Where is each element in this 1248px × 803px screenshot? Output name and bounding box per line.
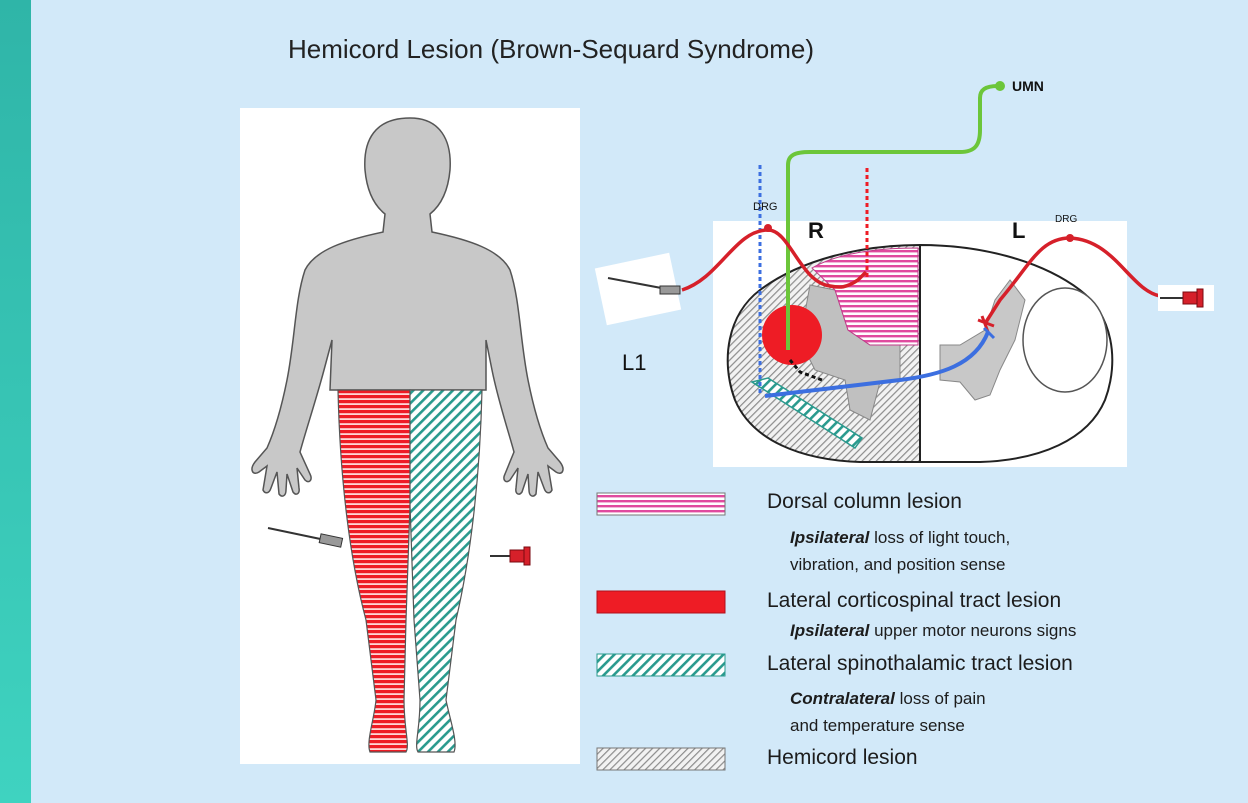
right-drg-node bbox=[764, 224, 772, 232]
side-label-left: L bbox=[1012, 218, 1025, 244]
legend-desc-spinothalamic-2: and temperature sense bbox=[790, 716, 965, 736]
legend-desc-dorsal-1: Ipsilateral loss of light touch, bbox=[790, 528, 1010, 548]
side-label-right: R bbox=[808, 218, 824, 244]
umn-node bbox=[995, 81, 1005, 91]
level-label: L1 bbox=[622, 350, 646, 376]
pin-icon-cord-right bbox=[595, 253, 681, 326]
legend-title-spinothalamic: Lateral spinothalamic tract lesion bbox=[767, 652, 1073, 676]
umn-label: UMN bbox=[1012, 78, 1044, 94]
legend-title-dorsal: Dorsal column lesion bbox=[767, 490, 962, 514]
drg-label-left: DRG bbox=[1055, 214, 1077, 225]
legend-title-corticospinal: Lateral corticospinal tract lesion bbox=[767, 589, 1061, 613]
legend-desc-dorsal-2: vibration, and position sense bbox=[790, 555, 1005, 575]
drg-label-right: DRG bbox=[753, 201, 777, 213]
human-body-figure bbox=[252, 118, 563, 752]
legend-swatch-hemicord bbox=[597, 748, 725, 770]
legend-swatch-spinothalamic bbox=[597, 654, 725, 676]
thumbtack-icon-left-leg bbox=[490, 547, 530, 565]
left-leg-teal bbox=[410, 390, 482, 752]
corticospinal-lesion bbox=[762, 305, 822, 365]
left-drg-node bbox=[1066, 234, 1074, 242]
thumbtack-icon-cord-left bbox=[1158, 285, 1214, 311]
left-white-column bbox=[1023, 288, 1107, 392]
right-leg-red bbox=[338, 390, 410, 752]
legend-desc-corticospinal: Ipsilateral upper motor neurons signs bbox=[790, 621, 1076, 641]
legend-swatch-dorsal bbox=[597, 493, 725, 515]
legend-swatch-corticospinal bbox=[597, 591, 725, 613]
spinal-cord-diagram bbox=[595, 81, 1214, 462]
legend-desc-spinothalamic-1: Contralateral loss of pain bbox=[790, 689, 986, 709]
legend-title-hemicord: Hemicord lesion bbox=[767, 746, 918, 770]
pin-icon-right-leg bbox=[268, 528, 343, 547]
